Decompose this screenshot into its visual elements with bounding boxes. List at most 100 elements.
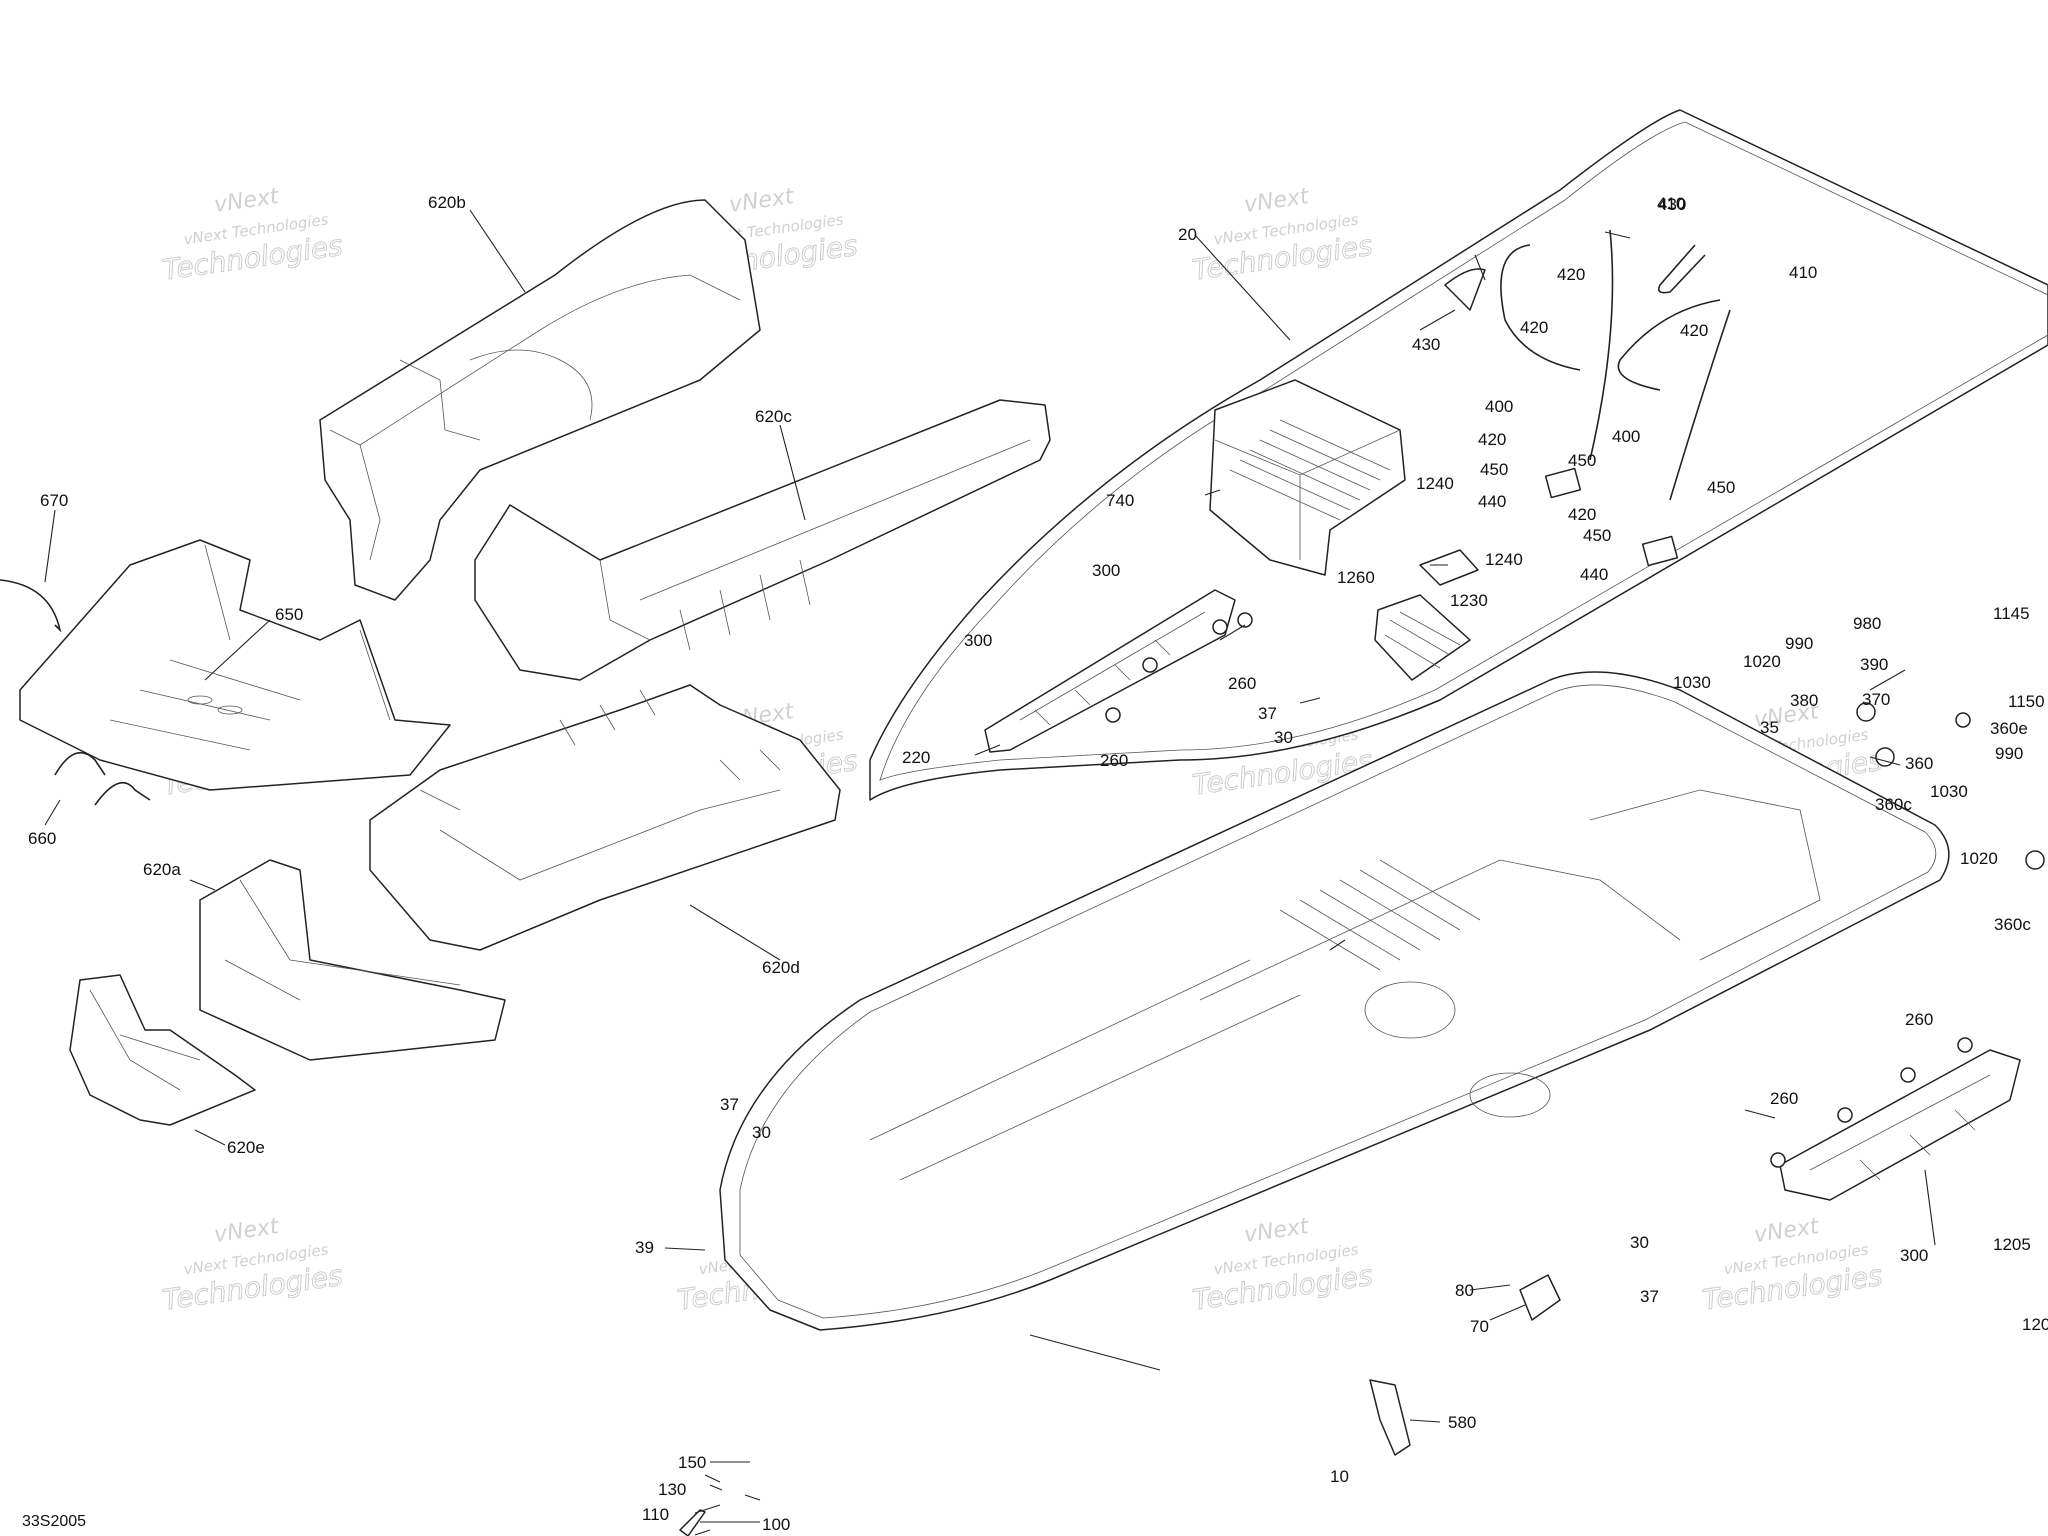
callout-420-e: 420 <box>1568 505 1596 524</box>
footpad-1230[interactable] <box>1374 594 1471 681</box>
callout-70: 70 <box>1470 1317 1489 1336</box>
callout-650: 650 <box>275 605 303 624</box>
leader-lines <box>44 209 1936 1536</box>
callout-420-d: 420 <box>1478 430 1506 449</box>
callout-1230: 1230 <box>1450 591 1488 610</box>
callout-1020-a: 1020 <box>1743 652 1781 671</box>
callout-150: 150 <box>678 1453 706 1472</box>
callout-360e: 360e <box>1990 719 2028 738</box>
callout-620b: 620b <box>428 193 466 212</box>
callout-300-b: 300 <box>964 631 992 650</box>
callout-440-a: 440 <box>1478 492 1506 511</box>
callout-220: 220 <box>902 748 930 767</box>
callout-1260: 1260 <box>1337 568 1375 587</box>
callout-20: 20 <box>1178 225 1197 244</box>
callout-430-a: 430 <box>1412 335 1440 354</box>
callout-10: 10 <box>1330 1467 1349 1486</box>
callout-390: 390 <box>1860 655 1888 674</box>
callout-620c: 620c <box>755 407 792 426</box>
seat-base-620d[interactable] <box>369 684 841 951</box>
callout-400-b: 400 <box>1612 427 1640 446</box>
callout-1240-b: 1240 <box>1485 550 1523 569</box>
callout-580: 580 <box>1448 1413 1476 1432</box>
watermark-text: vNext <box>728 184 797 218</box>
callout-80: 80 <box>1455 1281 1474 1300</box>
callout-130: 130 <box>658 1480 686 1499</box>
watermark-3: vNext vNext Technologies Technologies <box>1190 184 1375 287</box>
watermark-text: vNext <box>213 1214 282 1248</box>
callout-360c-b: 360c <box>1994 915 2031 934</box>
callout-1150: 1150 <box>2008 692 2045 711</box>
callout-37-c: 37 <box>1640 1287 1659 1306</box>
cable-670[interactable] <box>0 579 62 633</box>
callout-1030-b: 1030 <box>1930 782 1968 801</box>
cord-assembly-400-left[interactable] <box>1444 229 1731 501</box>
callout-430-b: 430 <box>1658 195 1686 214</box>
callout-440-b: 440 <box>1580 565 1608 584</box>
callout-400-a: 400 <box>1485 397 1513 416</box>
fasteners <box>1105 612 2045 1168</box>
watermark-9: vNext vNext Technologies Technologies <box>160 1214 345 1317</box>
pins-bottom <box>679 1474 761 1536</box>
callout-450-c: 450 <box>1707 478 1735 497</box>
callout-620a: 620a <box>143 860 181 879</box>
callout-450-d: 450 <box>1583 526 1611 545</box>
callout-260-b: 260 <box>1100 751 1128 770</box>
callout-120: 120 <box>2022 1315 2048 1334</box>
callout-260-c: 260 <box>1905 1010 1933 1029</box>
plate-1260[interactable] <box>1419 549 1479 586</box>
callout-620d: 620d <box>762 958 800 977</box>
storage-bin-740[interactable] <box>1209 379 1406 576</box>
hinge-bracket-440-b[interactable] <box>1641 535 1679 567</box>
callout-1240-a: 1240 <box>1416 474 1454 493</box>
panel-620e[interactable] <box>69 974 256 1126</box>
callout-30-c: 30 <box>1630 1233 1649 1252</box>
seat-620c[interactable] <box>474 399 1051 681</box>
hull-10[interactable] <box>719 671 1950 1331</box>
bracket-580[interactable] <box>1369 1379 1411 1456</box>
hinge-bracket-440-a[interactable] <box>1544 467 1582 499</box>
callout-670: 670 <box>40 491 68 510</box>
callout-660: 660 <box>28 829 56 848</box>
callout-100: 100 <box>762 1515 790 1534</box>
callout-30-a: 30 <box>1274 728 1293 747</box>
callout-110: 110 <box>642 1505 669 1524</box>
seat-620b[interactable] <box>319 199 761 601</box>
watermark-11: vNext vNext Technologies Technologies <box>1190 1214 1375 1317</box>
callout-370: 370 <box>1862 690 1890 709</box>
callout-380: 380 <box>1790 691 1818 710</box>
callout-420-b: 420 <box>1520 318 1548 337</box>
callout-420-c: 420 <box>1680 321 1708 340</box>
watermark-text: vNext <box>1243 1214 1312 1248</box>
callout-37-b: 37 <box>720 1095 739 1114</box>
watermark-12: vNext vNext Technologies Technologies <box>1700 1214 1885 1317</box>
callout-980: 980 <box>1853 614 1881 633</box>
panel-620a[interactable] <box>199 859 506 1061</box>
callout-300-c: 300 <box>1900 1246 1928 1265</box>
callout-260-a: 260 <box>1228 674 1256 693</box>
callout-990-b: 990 <box>1995 744 2023 763</box>
callout-30-b: 30 <box>752 1123 771 1142</box>
front-storage-650[interactable] <box>19 539 451 791</box>
callout-35: 35 <box>1760 718 1779 737</box>
callout-1205: 1205 <box>1993 1235 2031 1254</box>
watermark-text: vNext <box>1243 184 1312 218</box>
footrest-right[interactable] <box>1779 1049 2021 1201</box>
strap-660[interactable] <box>54 751 151 806</box>
callout-1145: 1145 <box>1993 604 2030 623</box>
callout-410-top: 410 <box>1657 194 1685 213</box>
callout-labels: 620b 620c 620d 620a 620e 650 660 670 20 … <box>22 193 2048 1534</box>
callout-420-a: 420 <box>1557 265 1585 284</box>
callout-1020-b: 1020 <box>1960 849 1998 868</box>
callout-740: 740 <box>1106 491 1134 510</box>
watermark-text: vNext <box>1753 1214 1822 1248</box>
deck-rail-220[interactable] <box>984 589 1236 753</box>
callout-450-b: 450 <box>1568 451 1596 470</box>
callout-37-a: 37 <box>1258 704 1277 723</box>
bracket-70[interactable] <box>1519 1274 1561 1321</box>
callout-260-d: 260 <box>1770 1089 1798 1108</box>
callout-39: 39 <box>635 1238 654 1257</box>
diagram-code: 33S2005 <box>22 1513 86 1530</box>
